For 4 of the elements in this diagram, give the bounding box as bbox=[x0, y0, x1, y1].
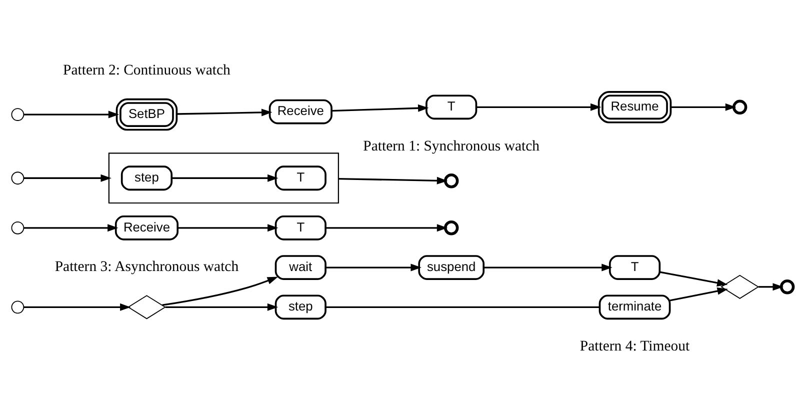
label: Pattern 4: Timeout bbox=[580, 338, 690, 354]
label: Pattern 1: Synchronous watch bbox=[363, 138, 540, 154]
label: Pattern 2: Continuous watch bbox=[63, 62, 230, 79]
label: Pattern 3: Asynchronous watch bbox=[54, 259, 239, 276]
